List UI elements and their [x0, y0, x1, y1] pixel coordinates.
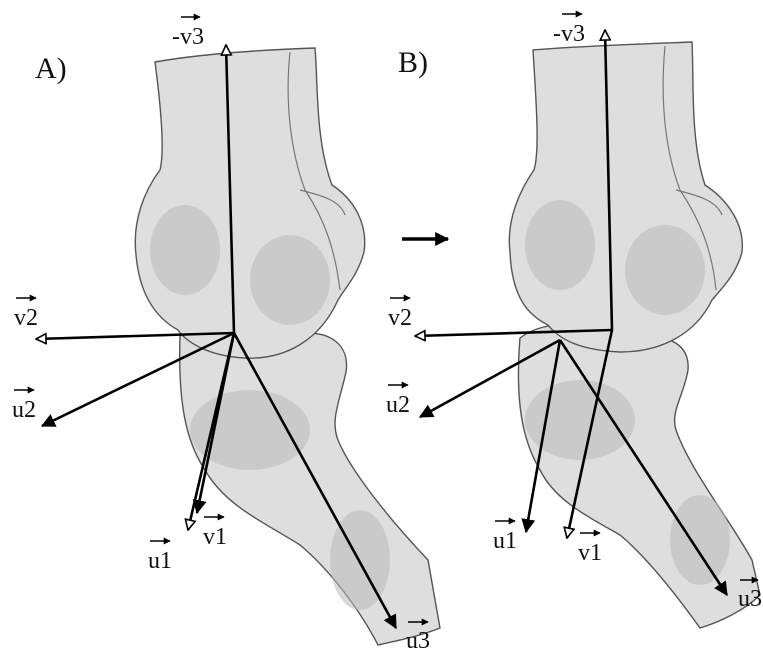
panel-a: A) -v3 v2 u2 v1 u1 u3 — [12, 17, 440, 651]
svg-text:u1: u1 — [148, 548, 172, 574]
label-neg-v3-a: -v3 — [172, 17, 204, 50]
tibia-bone-a — [180, 330, 440, 645]
label-u1-a: u1 — [148, 541, 172, 574]
label-u2-b: u2 — [386, 385, 410, 418]
svg-text:u2: u2 — [386, 392, 410, 418]
svg-text:v2: v2 — [388, 305, 412, 331]
label-v2-a: v2 — [14, 298, 38, 331]
svg-text:-v3: -v3 — [172, 24, 204, 50]
femur-bone-b — [509, 42, 742, 352]
label-v1-b: v1 — [578, 533, 602, 566]
label-u1-b: u1 — [493, 521, 517, 554]
label-u2-a: u2 — [12, 390, 36, 423]
panel-b: B) -v3 v2 u2 u1 v1 u3 — [386, 14, 762, 628]
panel-label-a: A) — [35, 52, 67, 85]
label-neg-v3-b: -v3 — [553, 14, 585, 47]
svg-text:u3: u3 — [406, 628, 430, 651]
svg-text:v1: v1 — [578, 540, 602, 566]
svg-text:-v3: -v3 — [553, 21, 585, 47]
label-v1-a: v1 — [203, 517, 227, 550]
label-v2-b: v2 — [388, 298, 412, 331]
femur-bone-a — [135, 48, 364, 358]
svg-text:u3: u3 — [738, 586, 762, 612]
svg-text:v2: v2 — [14, 305, 38, 331]
svg-text:v1: v1 — [203, 524, 227, 550]
svg-text:u2: u2 — [12, 397, 36, 423]
panel-label-b: B) — [398, 46, 428, 79]
svg-text:u1: u1 — [493, 528, 517, 554]
